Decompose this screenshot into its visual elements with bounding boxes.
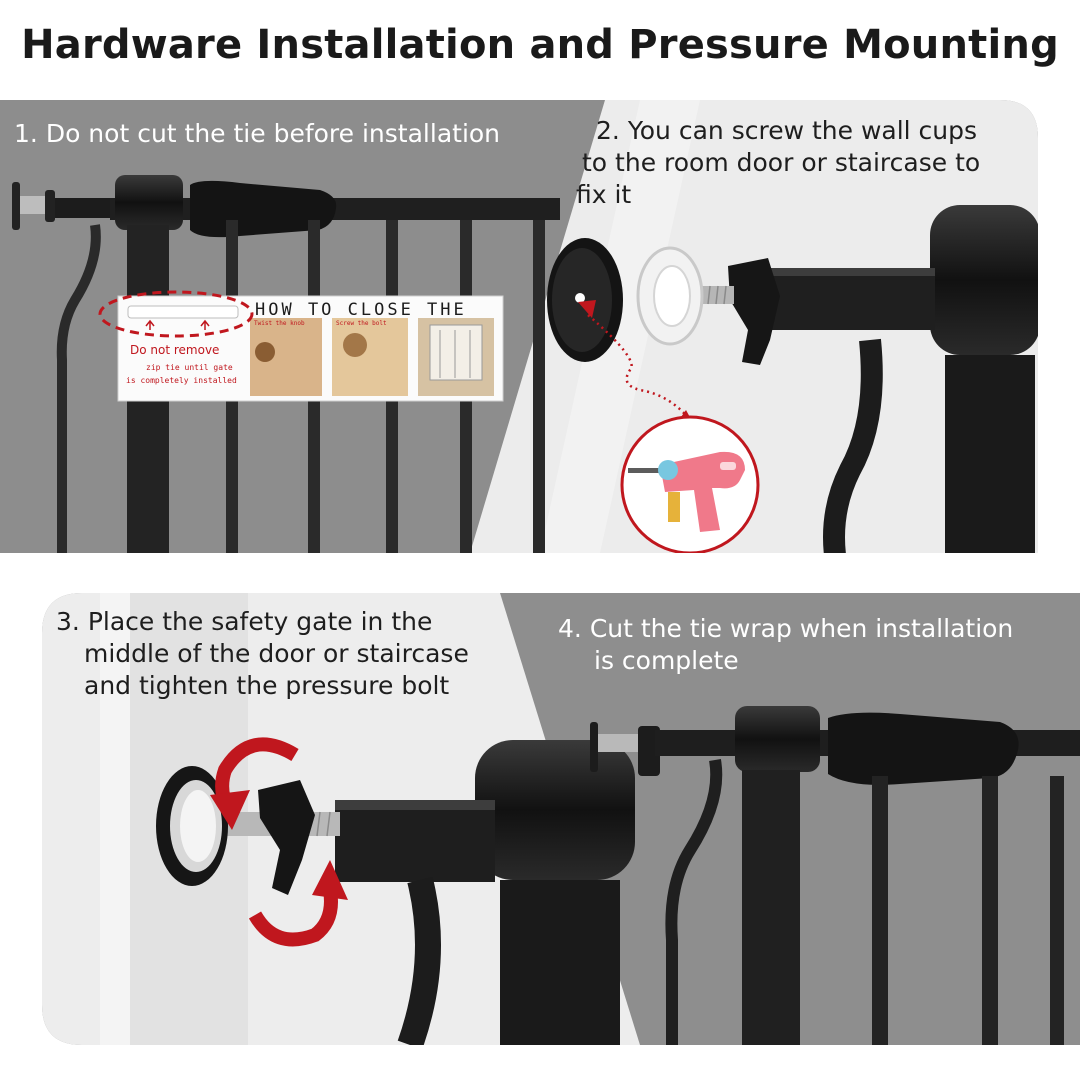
- tag-warning: Do not remove: [130, 343, 220, 357]
- gate-step3: [156, 737, 635, 1045]
- step-4-line-1: Cut the tie wrap when installation: [589, 614, 1014, 643]
- step-1-line-1: Do not cut the tie before installation: [45, 119, 501, 148]
- gate-step4: [590, 706, 1080, 1045]
- tag-photo-caption-1: Twist the knob: [254, 320, 305, 327]
- step-2-caption: 2. You can screw the wall cups to the ro…: [576, 115, 1046, 211]
- step-3-line-2: middle of the door or staircase: [84, 639, 469, 668]
- tag-heading: HOW TO CLOSE THE: [255, 300, 467, 320]
- step-3-caption: 3. Place the safety gate in the middle o…: [56, 606, 536, 702]
- step-1-number: 1.: [14, 119, 38, 148]
- step-3-number: 3.: [56, 607, 80, 636]
- tag-photo-caption-2: Screw the bolt: [336, 320, 387, 327]
- step-4-caption: 4. Cut the tie wrap when installation is…: [558, 613, 1078, 677]
- tag-note-line-1: zip tie until gate: [146, 363, 233, 372]
- page-title: Hardware Installation and Pressure Mount…: [21, 22, 1059, 68]
- step-2-line-1: You can screw the wall cups: [627, 116, 978, 145]
- step-3-line-3: and tighten the pressure bolt: [84, 671, 450, 700]
- step-2-line-2: to the room door or staircase to: [582, 148, 981, 177]
- step-3-line-1: Place the safety gate in the: [87, 607, 433, 636]
- top-panel: [0, 100, 1038, 553]
- step-4-number: 4.: [558, 614, 582, 643]
- gate-step2: [547, 205, 1038, 553]
- step-2-line-3: fix it: [576, 180, 632, 209]
- gate-step1: [12, 175, 560, 553]
- step-4-line-2: is complete: [594, 646, 739, 675]
- bottom-panel: [42, 593, 1080, 1045]
- tag-note-line-2: is completely installed: [126, 376, 237, 385]
- step-2-number: 2.: [596, 116, 620, 145]
- step-1-caption: 1. Do not cut the tie before installatio…: [14, 118, 500, 150]
- rotate-arrows-icon: [210, 737, 348, 947]
